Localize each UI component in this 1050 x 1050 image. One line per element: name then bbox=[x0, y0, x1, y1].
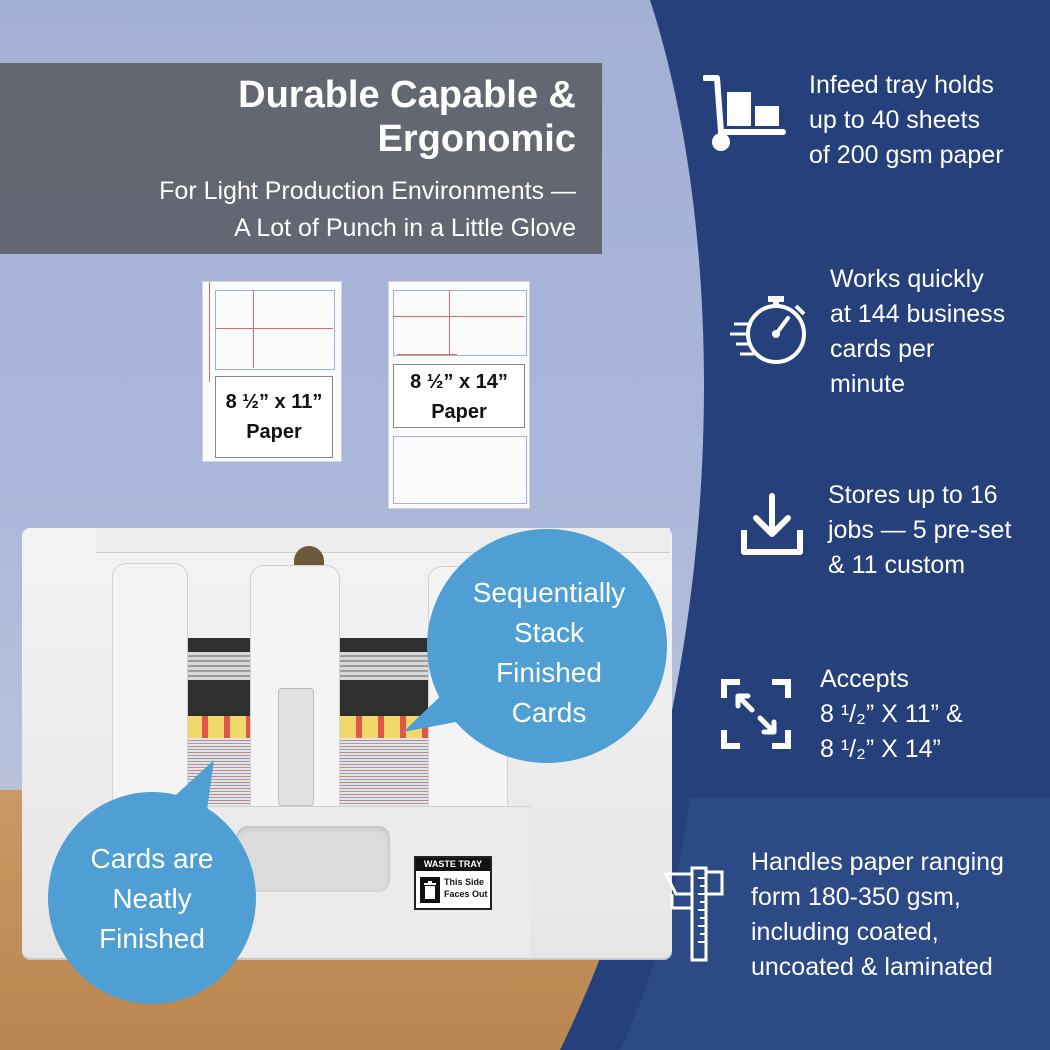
left-card-guide bbox=[112, 563, 188, 810]
feature-infeed-text: Infeed tray holds up to 40 sheets of 200… bbox=[809, 68, 1039, 173]
waste-tray-title: WASTE TRAY bbox=[416, 858, 490, 871]
bubble-sequential-line3: Finished bbox=[496, 657, 602, 688]
paper-sheet-letter: 8 ½” x 11” Paper bbox=[202, 281, 342, 462]
download-tray-icon bbox=[741, 493, 803, 555]
feature-sizes-line1: Accepts bbox=[820, 665, 909, 693]
feature-speed-line2: at 144 business bbox=[830, 300, 1006, 328]
bubble-neatly-line2: Neatly bbox=[112, 883, 192, 914]
waste-tray-label: WASTE TRAY This Side Faces Out bbox=[414, 856, 492, 910]
headline-subtitle-line2: A Lot of Punch in a Little Glove bbox=[234, 214, 576, 242]
bubble-neatly-line3: Finished bbox=[99, 923, 205, 954]
feature-jobs-line2: jobs — 5 pre-set bbox=[828, 516, 1012, 544]
stopwatch-icon bbox=[730, 296, 806, 364]
bubble-sequential-text: Sequentially Stack Finished Cards bbox=[437, 573, 661, 733]
feature-paper-range-line2: form 180-350 gsm, bbox=[751, 883, 961, 911]
paper-sheet-legal: 8 ½” x 14” Paper bbox=[388, 281, 530, 509]
feature-speed-line1: Works quickly bbox=[830, 265, 984, 293]
feature-paper-range-text: Handles paper ranging form 180-350 gsm, … bbox=[751, 845, 1043, 985]
hand-truck-icon bbox=[703, 75, 786, 151]
bubble-neatly-line1: Cards are bbox=[90, 843, 214, 874]
feature-jobs-line3: & 11 custom bbox=[828, 551, 966, 579]
headline-title-line2: Ergonomic bbox=[377, 118, 576, 160]
feature-paper-range-line4: uncoated & laminated bbox=[751, 953, 993, 981]
bubble-sequential-stack bbox=[403, 529, 667, 763]
bubble-sequential-line1: Sequentially bbox=[472, 577, 626, 608]
expand-arrows-icon bbox=[721, 679, 791, 749]
waste-tray-line1: This Side bbox=[444, 877, 485, 887]
paper-sheet-legal-word: Paper bbox=[431, 401, 487, 423]
feature-jobs-line1: Stores up to 16 bbox=[828, 481, 998, 509]
paper-sheet-letter-label: 8 ½” x 11” Paper bbox=[215, 376, 333, 458]
waste-tray-grip bbox=[236, 826, 390, 892]
headline-subtitle-line1: For Light Production Environments — bbox=[159, 177, 576, 205]
feature-speed-line4: minute bbox=[830, 370, 906, 398]
trash-can-icon bbox=[420, 877, 440, 903]
paper-sheet-letter-word: Paper bbox=[246, 421, 302, 443]
feature-infeed-line1: Infeed tray holds bbox=[809, 71, 994, 99]
feature-jobs-text: Stores up to 16 jobs — 5 pre-set & 11 cu… bbox=[828, 478, 1043, 583]
caliper-icon bbox=[664, 866, 724, 962]
feature-sizes-text: Accepts 8 ¹/₂” X 11” & 8 ¹/₂” X 14” bbox=[820, 662, 1035, 767]
bubble-neatly-text: Cards are Neatly Finished bbox=[62, 839, 242, 959]
headline-box: Durable Capable & Ergonomic For Light Pr… bbox=[0, 63, 602, 254]
headline-title-line1: Durable Capable & bbox=[238, 74, 576, 116]
headline-subtitle: For Light Production Environments — A Lo… bbox=[20, 173, 576, 247]
feature-sizes-line2: 8 ¹/₂” X 11” & bbox=[820, 700, 963, 728]
feature-infeed-line3: of 200 gsm paper bbox=[809, 141, 1004, 169]
guide-handle bbox=[278, 688, 314, 806]
feature-sizes-line3: 8 ¹/₂” X 14” bbox=[820, 735, 941, 763]
bubble-sequential-line4: Cards bbox=[511, 697, 587, 728]
waste-tray-text: This Side Faces Out bbox=[444, 876, 488, 900]
feature-paper-range-line3: including coated, bbox=[751, 918, 939, 946]
paper-sheet-legal-size: 8 ½” x 14” bbox=[410, 371, 508, 393]
paper-sheet-legal-label: 8 ½” x 14” Paper bbox=[393, 364, 525, 428]
bubble-neatly-finished bbox=[48, 760, 256, 1004]
feature-speed-line3: cards per bbox=[830, 335, 935, 363]
feature-paper-range-line1: Handles paper ranging bbox=[751, 848, 1004, 876]
feature-infeed-line2: up to 40 sheets bbox=[809, 106, 980, 134]
paper-sheet-letter-size: 8 ½” x 11” bbox=[225, 391, 323, 413]
bubble-sequential-line2: Stack bbox=[513, 617, 585, 648]
feature-speed-text: Works quickly at 144 business cards per … bbox=[830, 262, 1040, 402]
waste-tray-line2: Faces Out bbox=[444, 889, 488, 899]
